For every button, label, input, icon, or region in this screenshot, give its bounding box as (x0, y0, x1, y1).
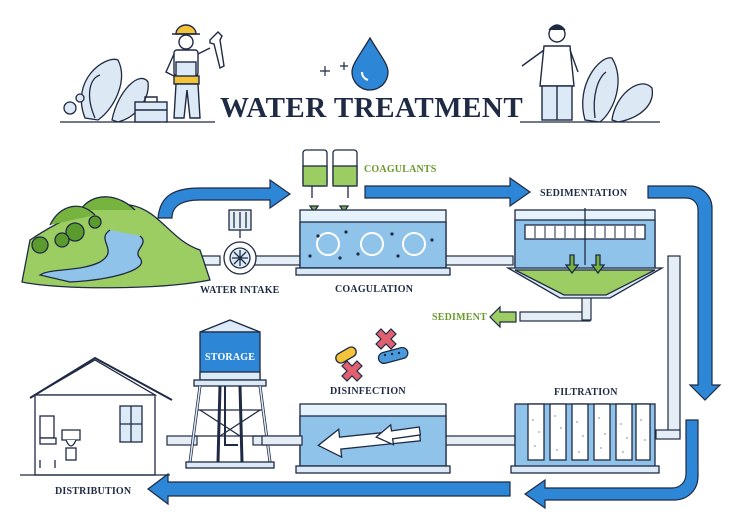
page-title: WATER TREATMENT (220, 92, 524, 124)
label-coagulants: COAGULANTS (364, 164, 437, 175)
pump-icon (223, 241, 257, 275)
label-disinfection: DISINFECTION (330, 386, 406, 397)
label-coagulation: COAGULATION (335, 284, 414, 295)
bacteria-icon (335, 346, 409, 365)
cross-icon (341, 328, 397, 382)
label-water-intake: WATER INTAKE (200, 285, 280, 296)
label-filtration: FILTRATION (554, 387, 618, 398)
label-sedimentation: SEDIMENTATION (540, 188, 628, 199)
toolbox-icon (134, 96, 168, 123)
sedimentation-tank (505, 208, 665, 299)
label-distribution: DISTRIBUTION (55, 486, 132, 497)
pipes (159, 255, 681, 446)
sparkle-icon (320, 62, 348, 76)
river-landscape (21, 196, 211, 289)
filtration-tank (510, 403, 660, 474)
storage-tower (185, 319, 275, 469)
flow-arrows (147, 176, 722, 510)
coagulation-tank (295, 209, 451, 276)
disinfection-tank (295, 403, 451, 474)
worker-figure (165, 24, 211, 119)
coagulants-tanks (302, 149, 358, 214)
label-sediment: SEDIMENT (432, 312, 487, 323)
plant-icon (520, 57, 660, 123)
wrench-icon (209, 31, 225, 70)
scientist-figure (521, 24, 579, 121)
house (20, 356, 173, 476)
sediment-arrow (489, 305, 517, 329)
pipe-storage-disinfection (261, 435, 303, 446)
water-drop-icon (351, 36, 389, 91)
label-storage: STORAGE (205, 352, 256, 363)
valve-icon (228, 209, 252, 238)
